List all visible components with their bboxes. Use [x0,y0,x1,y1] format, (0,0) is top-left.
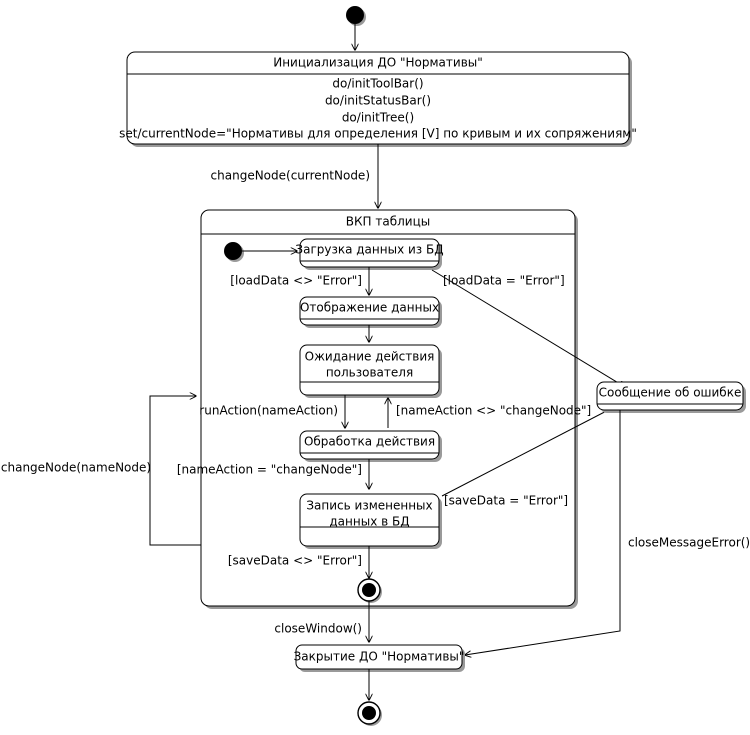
label-close-message-error: closeMessageError() [628,536,750,550]
edge-self-loop-change-node [149,396,201,546]
state-closing[interactable]: Закрытие ДО "Нормативы" [294,644,465,672]
state-show-data[interactable]: Отображение данных [299,296,442,328]
state-save-data-title-line2: данных в БД [329,515,409,529]
label-close-window: closeWindow() [274,622,362,636]
state-wait-user-action[interactable]: Ожидание действия пользователя [299,344,442,398]
edge-load-error [431,269,625,387]
state-save-data-title-line1: Запись измененных [306,499,432,513]
label-change-node-current: changeNode(currentNode) [211,169,370,183]
state-closing-title: Закрытие ДО "Нормативы" [294,650,465,664]
state-load-data-title: Загрузка данных из БД [295,243,443,257]
state-initialization-action-0: do/initToolBar() [332,77,423,91]
state-initialization-action-1: do/initStatusBar() [325,94,431,108]
label-run-action: runAction(nameAction) [199,404,338,418]
state-error-message-title: Сообщение об ошибке [599,386,742,400]
label-save-data-error: [saveData = "Error"] [444,494,568,508]
state-wait-user-action-title-line2: пользователя [326,366,413,380]
state-composite-title: ВКП таблицы [346,215,430,229]
inner-initial-pseudostate [224,242,244,262]
edge-save-error [441,404,620,497]
state-error-message[interactable]: Сообщение об ошибке [596,381,746,413]
state-wait-user-action-title-line1: Ожидание действия [305,350,435,364]
edge-close-message-error [465,410,621,655]
state-load-data[interactable]: Загрузка данных из БД [295,238,444,270]
state-initialization-title: Инициализация ДО "Нормативы" [273,56,483,70]
label-load-data-ok: [loadData <> "Error"] [230,274,362,288]
state-process-action[interactable]: Обработка действия [299,430,442,462]
label-name-action-is-change-node: [nameAction = "changeNode"] [177,463,362,477]
label-change-node-name: changeNode(nameNode) [1,461,151,475]
label-name-action-not-change-node: [nameAction <> "changeNode"] [396,404,591,418]
inner-final-state [357,578,382,603]
outer-final-state [357,701,382,726]
state-save-data[interactable]: Запись измененных данных в БД [299,493,442,549]
initial-pseudostate [346,6,366,26]
state-initialization-action-3: set/currentNode="Нормативы для определен… [119,127,637,141]
label-load-data-error: [loadData = "Error"] [443,274,565,288]
state-initialization-action-2: do/initTree() [342,111,414,125]
state-initialization[interactable]: Инициализация ДО "Нормативы" do/initTool… [119,51,637,147]
label-save-data-ok: [saveData <> "Error"] [228,554,362,568]
state-process-action-title: Обработка действия [304,435,435,449]
state-show-data-title: Отображение данных [300,301,439,315]
